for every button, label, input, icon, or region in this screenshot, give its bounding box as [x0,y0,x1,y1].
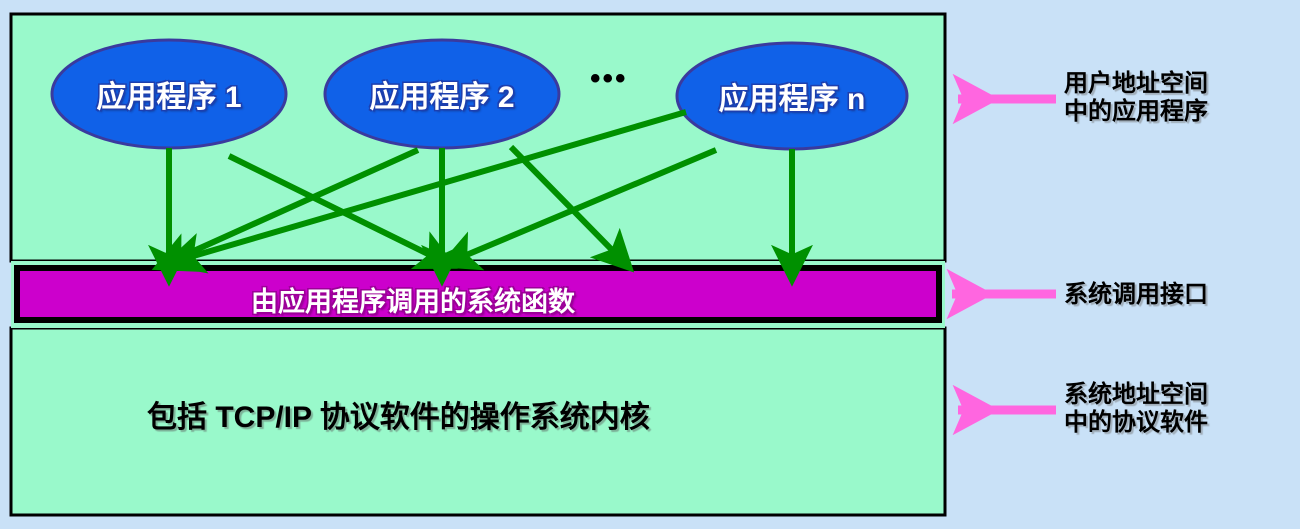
call-arrow-app1-to-mid [227,153,458,270]
applications-ellipsis: ••• [590,62,628,95]
call-arrow-appn-to-far-left [162,109,687,274]
system-space-annotation: 系统地址空间 中的协议软件 [1064,381,1208,438]
user-space-annotation-line-1: 用户地址空间 [1064,70,1208,97]
syscall-interface-annotation-line-1: 系统调用接口 [1064,281,1208,308]
call-arrow-app2-to-left [151,147,420,272]
user-space-annotation: 用户地址空间 中的应用程序 [1064,70,1208,127]
call-arrow-mid-to-right [508,144,635,273]
call-arrow-appn-to-mid [437,147,718,271]
system-space-annotation-line-1: 系统地址空间 [1064,381,1208,408]
application-ellipse-n [675,41,909,151]
application-ellipse-1 [50,38,288,150]
kernel-label: 包括 TCP/IP 协议软件的操作系统内核 [147,401,650,434]
user-space-annotation-line-2: 中的应用程序 [1064,98,1208,126]
system-space-panel [9,326,947,517]
application-ellipse-2 [323,38,561,150]
system-space-annotation-line-2: 中的协议软件 [1064,409,1208,437]
syscall-bar-label: 由应用程序调用的系统函数 [251,287,575,317]
syscall-interface-annotation: 系统调用接口 [1064,281,1208,309]
